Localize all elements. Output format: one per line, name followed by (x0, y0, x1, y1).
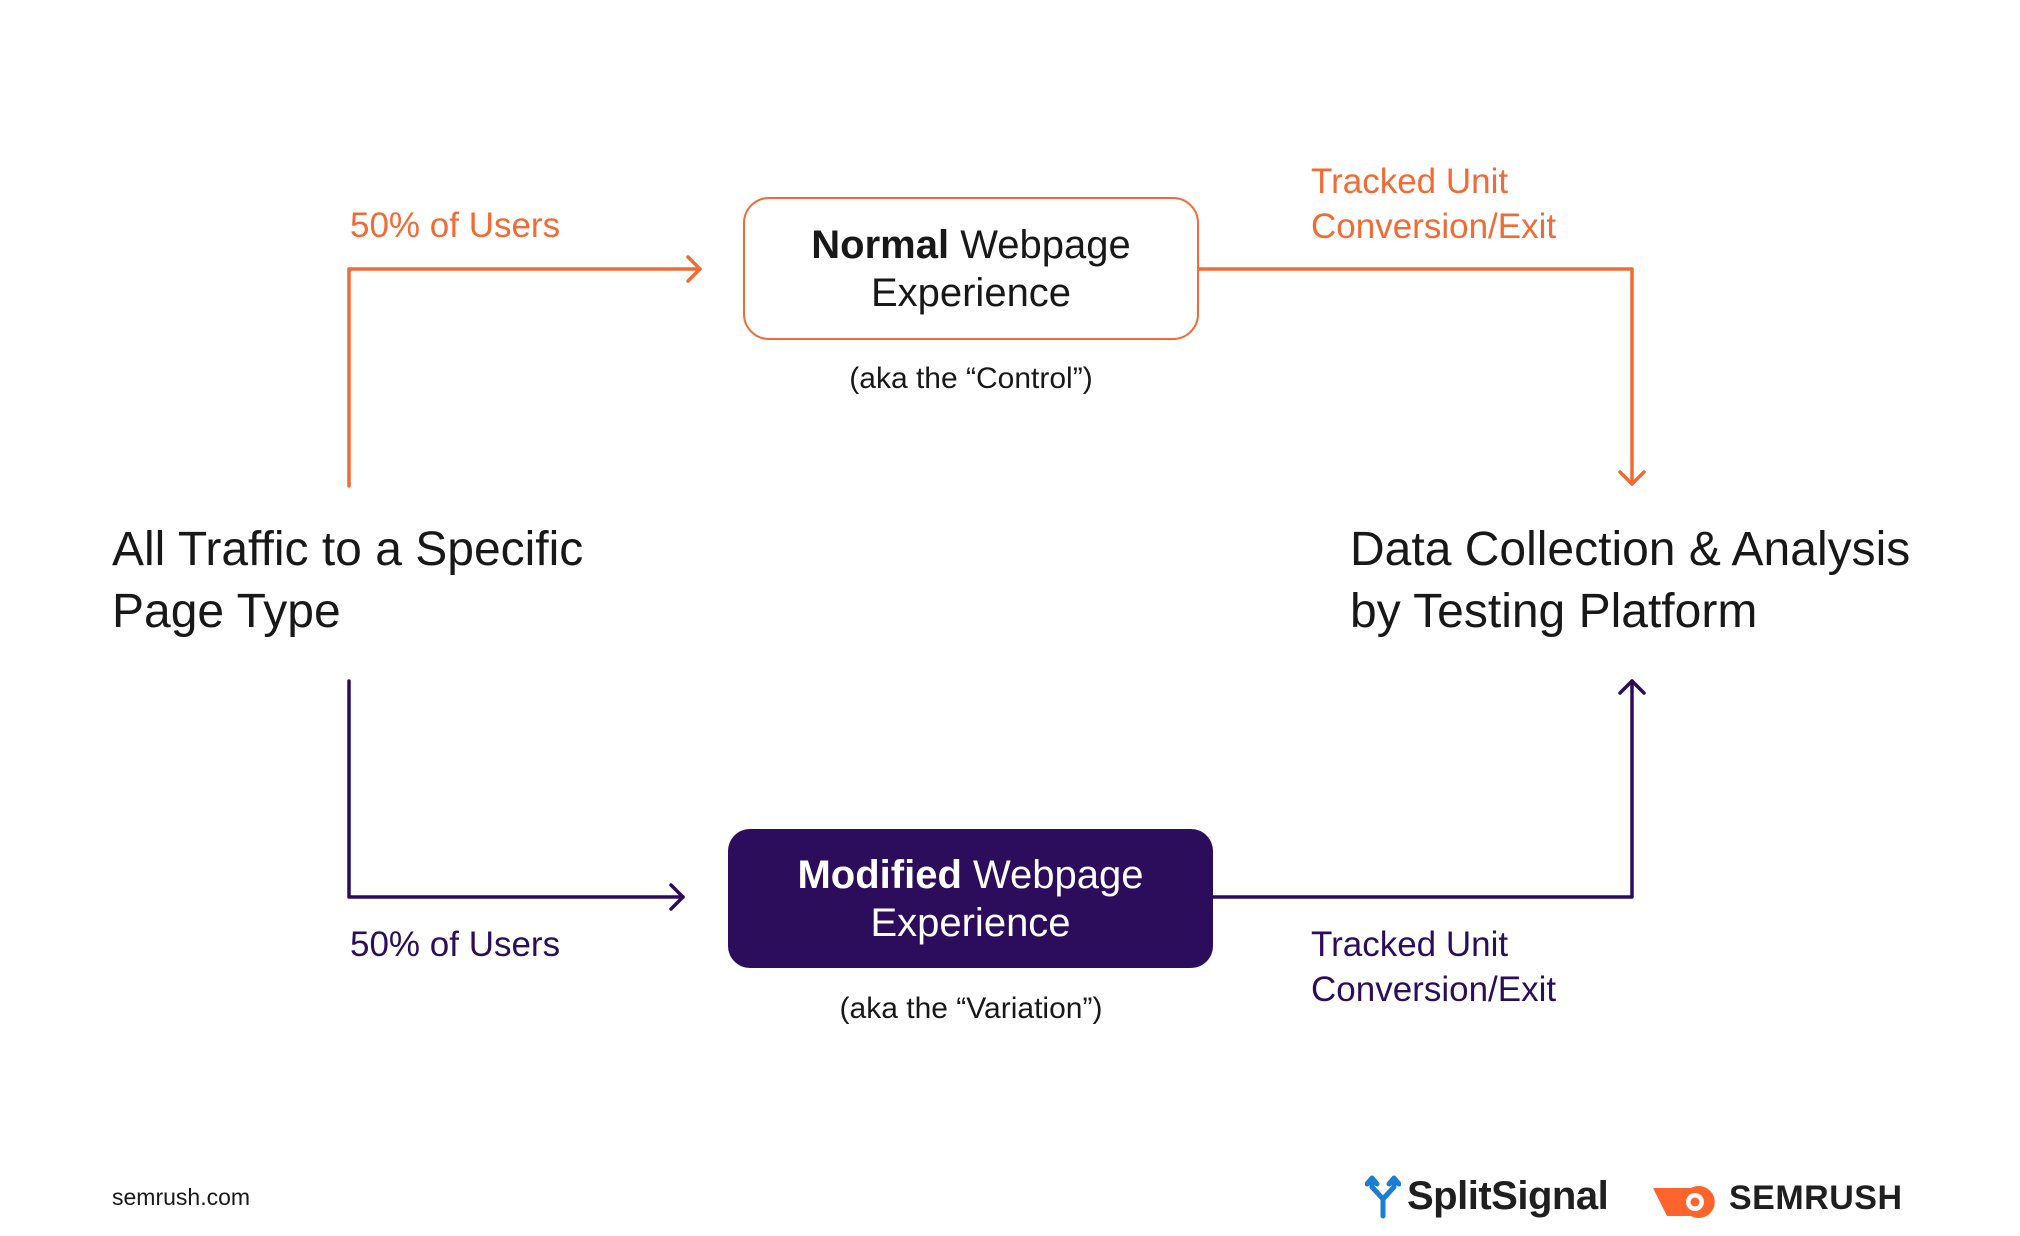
control-node: Normal Webpage Experience (743, 197, 1199, 340)
variation-caption: (aka the “Variation”) (839, 992, 1103, 1025)
variation-split-label: 50% of Users (350, 925, 561, 964)
footer-url: semrush.com (112, 1184, 251, 1210)
source-label: All Traffic to a Specific Page Type (112, 519, 583, 643)
variation-tracked-arrow (1211, 679, 1634, 899)
control-caption: (aka the “Control”) (849, 362, 1093, 395)
semrush-wordmark: SEMRUSH (1729, 1178, 1903, 1217)
variation-tracked-arrowhead (1618, 679, 1646, 695)
variation-node-rest: Webpage (973, 852, 1144, 897)
splitsignal-logo: SplitSignal (1365, 1170, 1609, 1222)
source-label-line1: All Traffic to a Specific (112, 523, 584, 576)
variation-split-arrowhead (669, 883, 685, 911)
splitsignal-wordmark: SplitSignal (1407, 1173, 1609, 1218)
control-tracked-line2: Conversion/Exit (1311, 207, 1557, 246)
variation-split-arrow (347, 679, 685, 899)
control-split-arrowhead (686, 255, 702, 283)
split-arrows-icon (1365, 1175, 1401, 1219)
control-node-line2: Experience (870, 270, 1072, 315)
variation-node-bold: Modified (797, 852, 962, 897)
variation-node-line1: Modified Webpage (797, 851, 1143, 899)
control-tracked-line1: Tracked Unit (1311, 162, 1509, 201)
destination-label: Data Collection & Analysis by Testing Pl… (1350, 519, 1910, 643)
control-tracked-arrow (1197, 267, 1634, 486)
semrush-logo: SEMRUSH (1651, 1176, 1903, 1220)
source-label-line2: Page Type (112, 585, 341, 638)
destination-label-line1: Data Collection & Analysis (1350, 523, 1911, 576)
control-split-arrow (347, 267, 702, 488)
control-split-label: 50% of Users (350, 206, 561, 245)
semrush-fireball-icon (1653, 1186, 1715, 1218)
control-node-bold: Normal (811, 222, 950, 267)
variation-tracked-line2: Conversion/Exit (1311, 970, 1557, 1009)
control-node-line1: Normal Webpage (811, 221, 1130, 269)
control-tracked-label: Tracked Unit Conversion/Exit (1311, 159, 1556, 249)
variation-tracked-line1: Tracked Unit (1311, 925, 1509, 964)
control-tracked-arrowhead (1618, 470, 1646, 486)
variation-tracked-label: Tracked Unit Conversion/Exit (1311, 922, 1556, 1012)
variation-node: Modified Webpage Experience (728, 829, 1213, 968)
control-node-rest: Webpage (960, 222, 1131, 267)
variation-node-line2: Experience (870, 900, 1071, 945)
destination-label-line2: by Testing Platform (1350, 585, 1758, 638)
